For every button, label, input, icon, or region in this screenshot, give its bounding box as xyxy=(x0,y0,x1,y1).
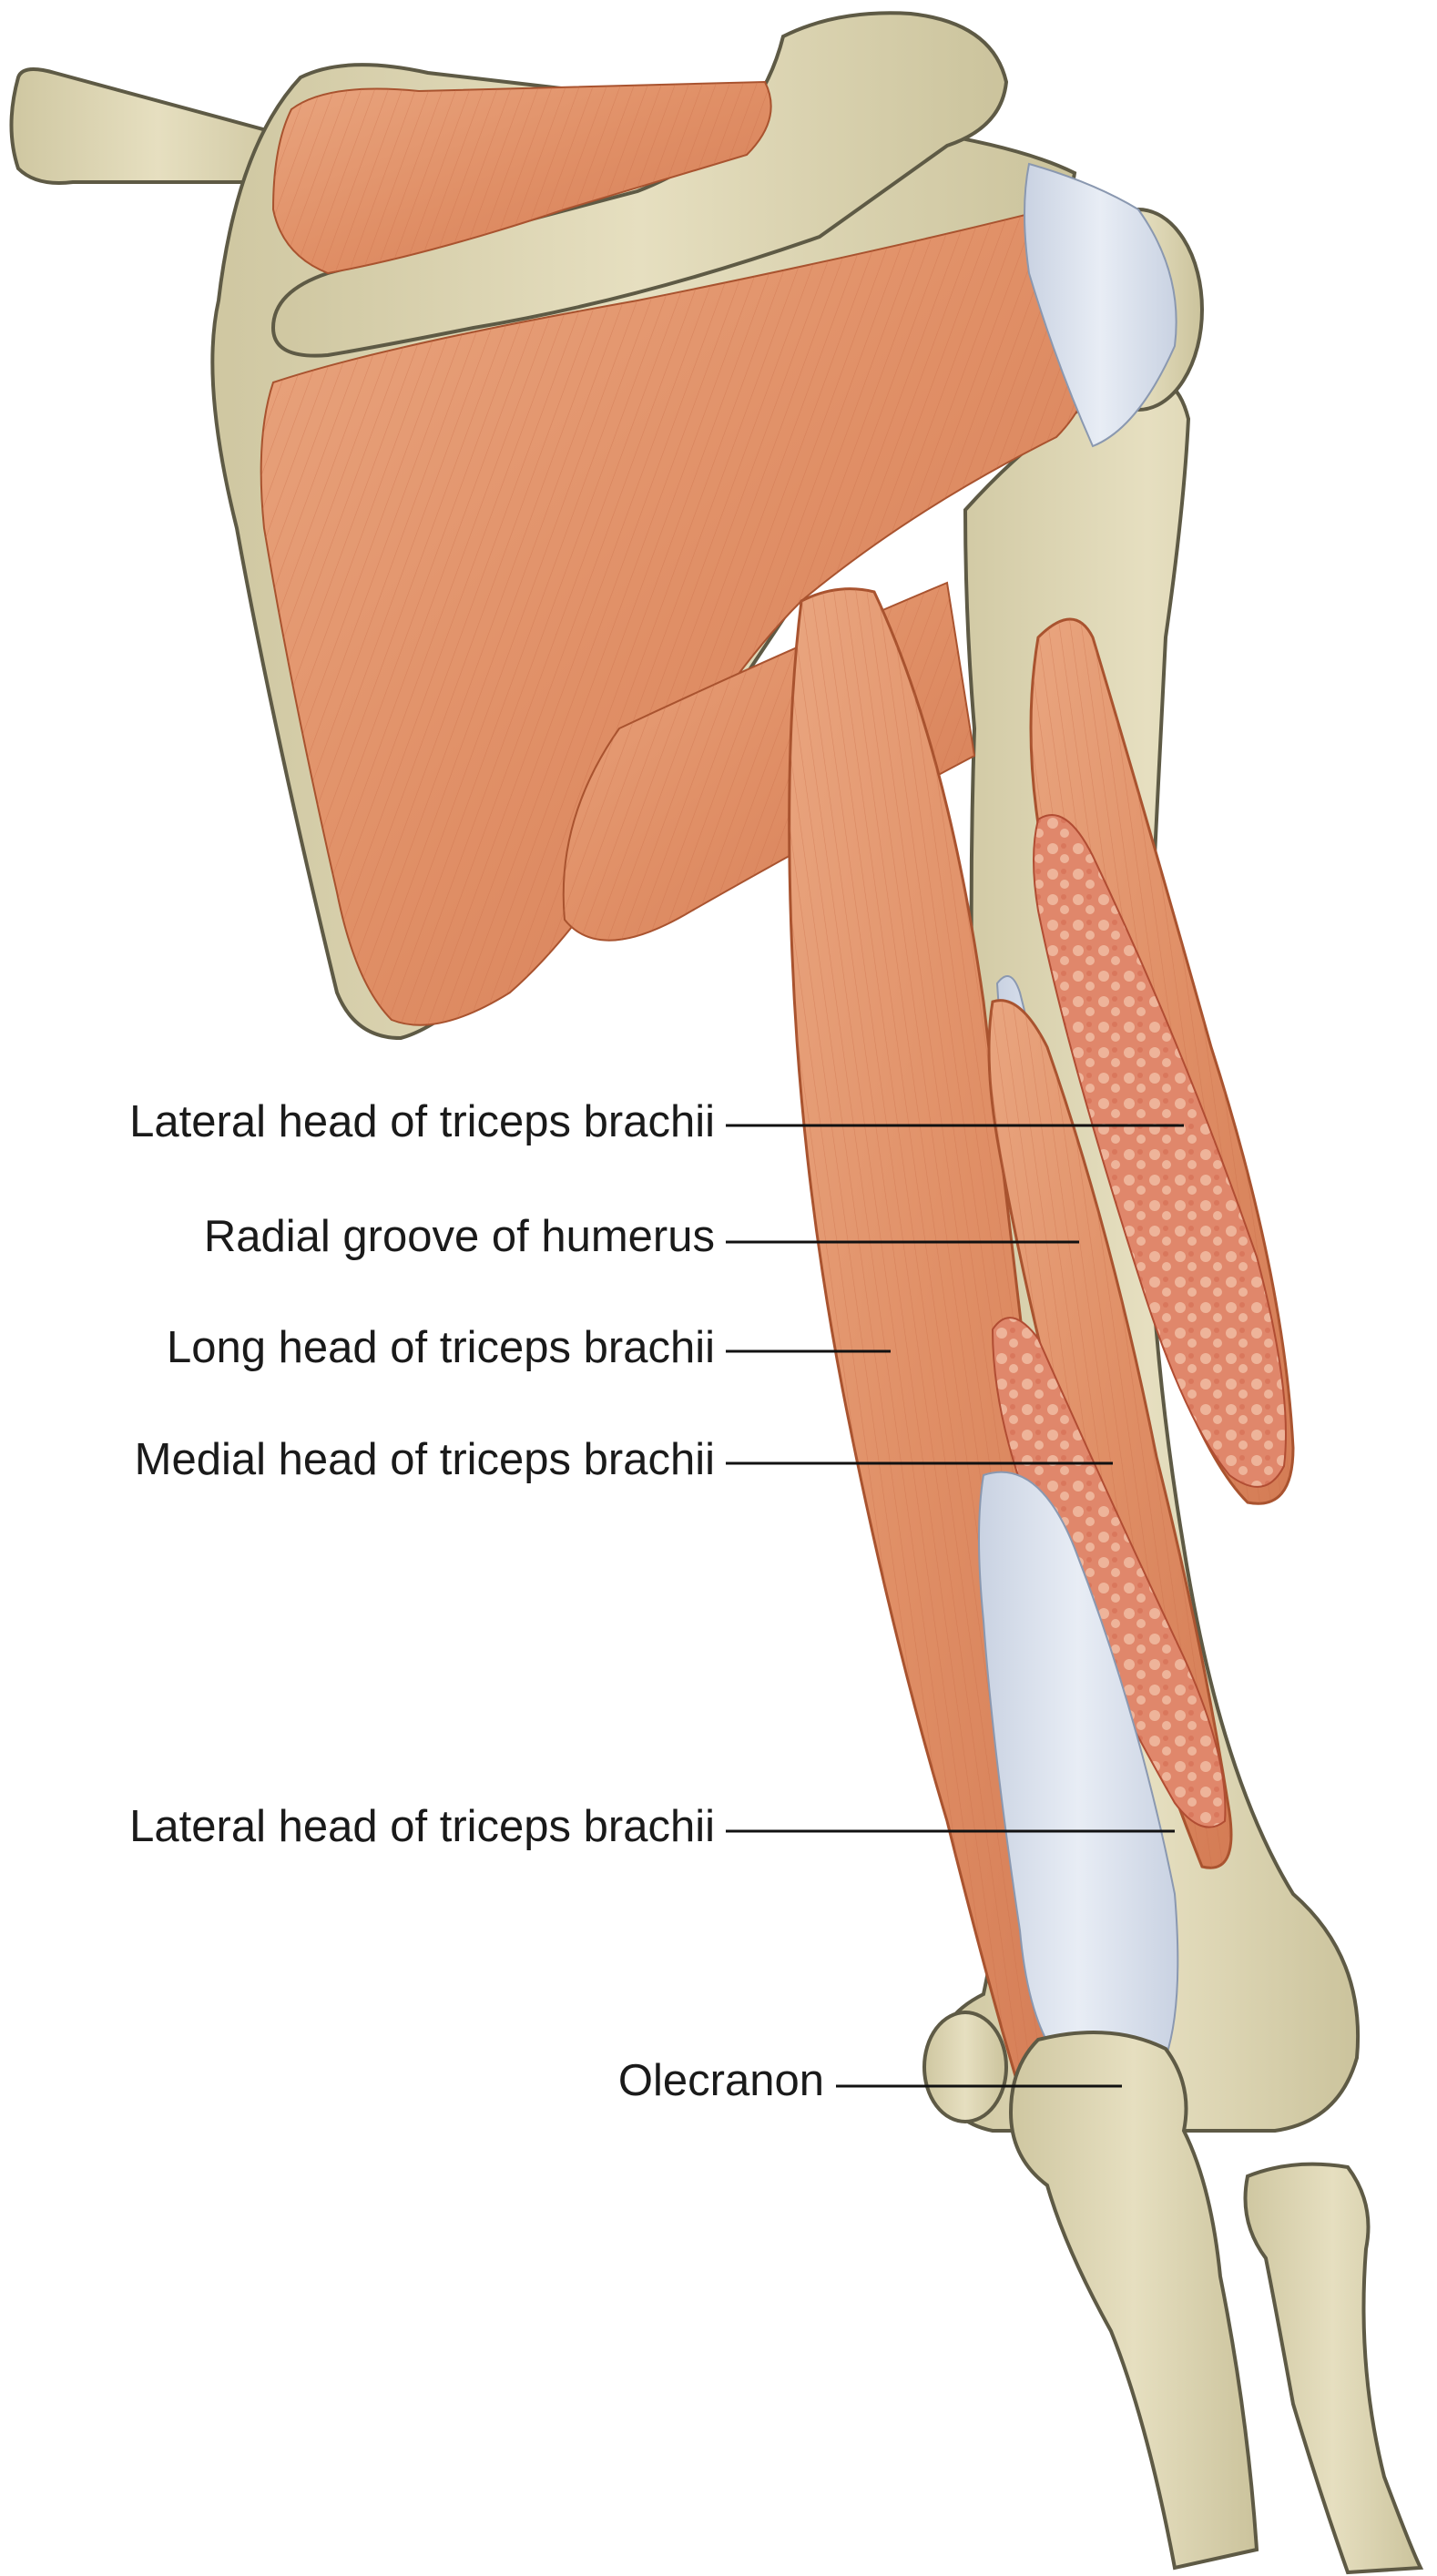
label-text: Radial groove of humerus xyxy=(204,1212,715,1261)
medial-epicondyle xyxy=(922,2011,1008,2123)
label-olecranon: Olecranon xyxy=(618,2056,1122,2105)
ulna-bone xyxy=(1008,2031,1259,2571)
radius-bone xyxy=(1243,2162,1424,2575)
label-text: Lateral head of triceps brachii xyxy=(129,1097,715,1146)
label-lateral-head-lower: Lateral head of triceps brachii xyxy=(129,1802,1175,1851)
label-text: Olecranon xyxy=(618,2056,824,2105)
label-text: Lateral head of triceps brachii xyxy=(129,1802,715,1851)
label-text: Long head of triceps brachii xyxy=(167,1323,715,1372)
label-lateral-head-upper: Lateral head of triceps brachii xyxy=(129,1097,1184,1146)
label-radial-groove: Radial groove of humerus xyxy=(204,1212,1079,1261)
lateral-head-cut-surface xyxy=(1033,814,1287,1488)
supraspinatus-fibers xyxy=(273,82,771,273)
infraspinatus-fibers xyxy=(260,209,1098,1025)
label-long-head: Long head of triceps brachii xyxy=(167,1323,891,1372)
label-text: Medial head of triceps brachii xyxy=(135,1435,715,1484)
rotator-cuff-tendon xyxy=(1024,162,1177,448)
label-medial-head: Medial head of triceps brachii xyxy=(135,1435,1113,1484)
acromion-bone xyxy=(270,11,1009,358)
